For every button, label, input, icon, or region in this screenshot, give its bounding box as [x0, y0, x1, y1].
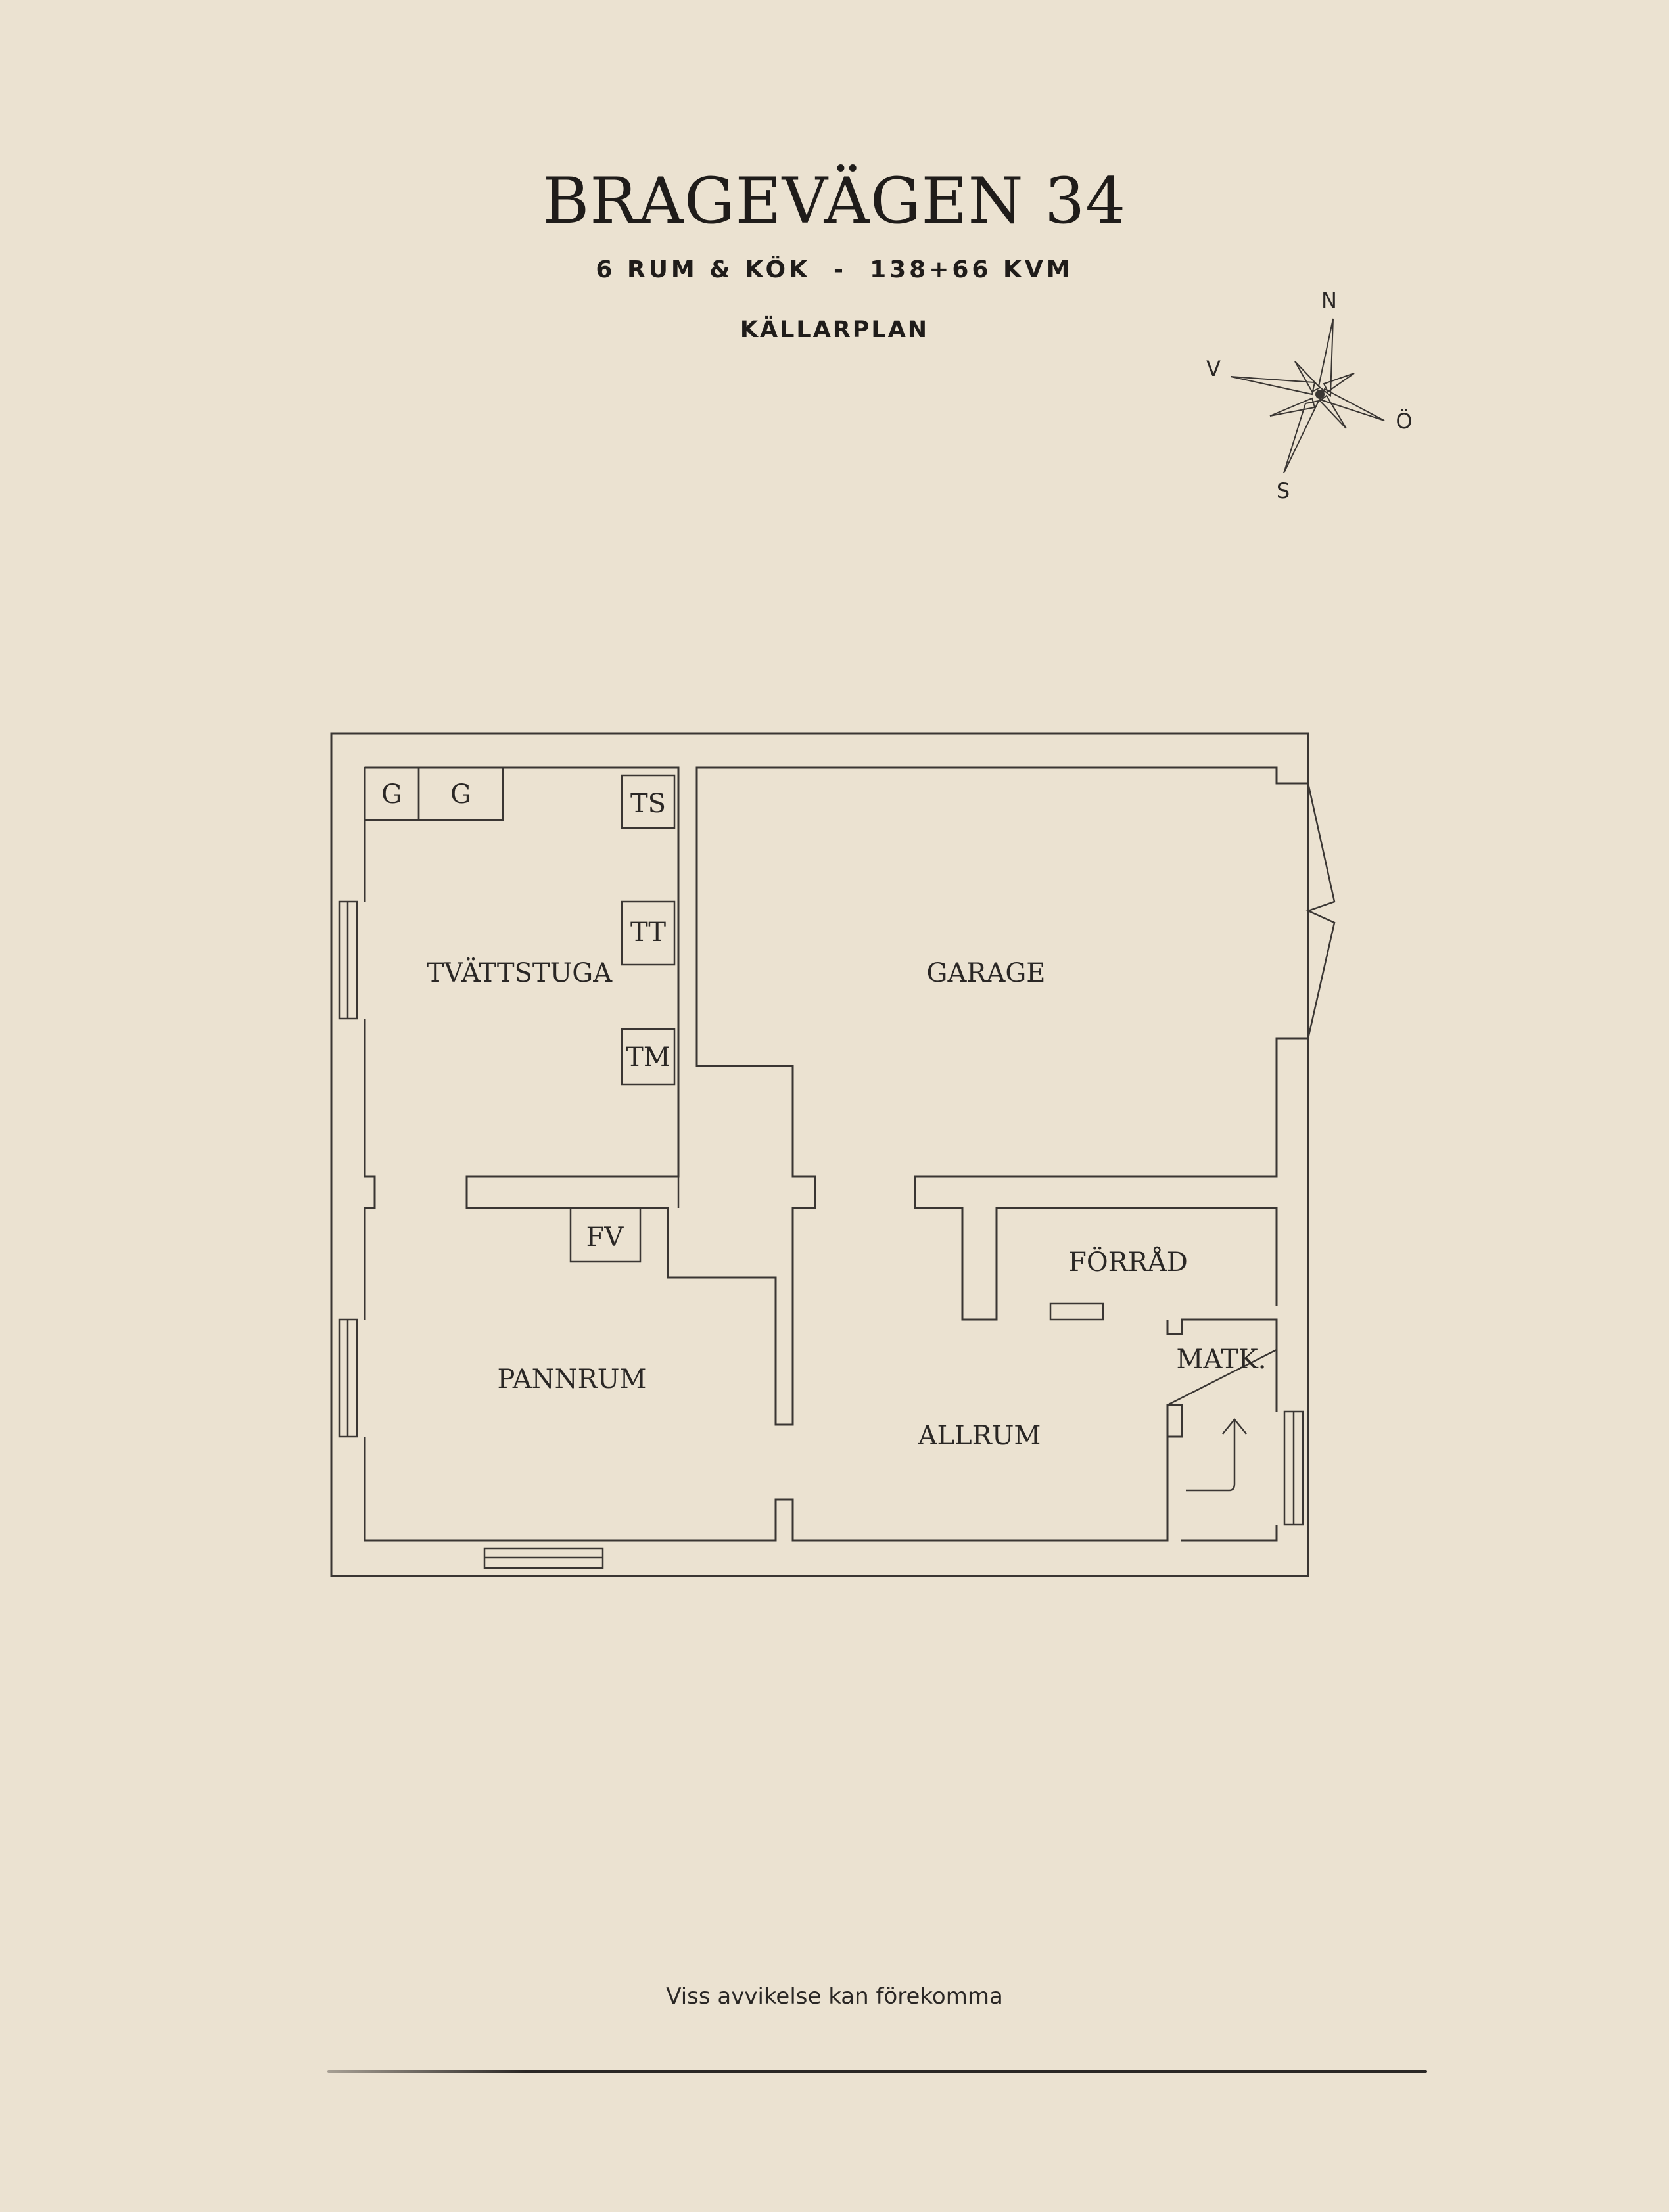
fixture-box-tm: [621, 1028, 676, 1086]
fixtures: [364, 766, 676, 1263]
fixture-box-tt: [621, 900, 676, 966]
room-label-garage: GARAGE: [927, 958, 1046, 988]
fixture-label-g1: G: [381, 779, 402, 810]
windows: [338, 900, 1304, 1569]
room-label-tvattstuga: TVÄTTSTUGA: [427, 958, 613, 988]
fixture-label-ts: TS: [630, 789, 666, 819]
compass-rose-icon: N S Ö V: [1206, 288, 1413, 503]
compass-label-east: Ö: [1396, 409, 1412, 434]
compass-ne-point: [1323, 373, 1355, 393]
outer-walls: [330, 732, 1309, 1577]
fixture-box-g2: [417, 766, 504, 821]
compass-nw-point: [1294, 361, 1321, 393]
compass-sw-point: [1269, 397, 1316, 417]
fixture-box-fv: [569, 1207, 642, 1263]
page-title: BRAGEVÄGEN 34: [542, 164, 1127, 238]
compass-west-point: [1230, 376, 1316, 396]
fixture-label-g2: G: [450, 779, 471, 810]
compass-center: [1315, 390, 1325, 399]
footer-divider: [327, 2070, 1427, 2073]
compass-south-point: [1283, 400, 1320, 474]
room-label-pannrum: PANNRUM: [498, 1364, 647, 1394]
fixture-label-fv: FV: [586, 1222, 624, 1253]
compass-label-west: V: [1206, 356, 1221, 381]
compass-label-south: S: [1277, 478, 1290, 503]
interior-walls: [677, 1176, 1277, 1492]
fixture-box-ts: [621, 774, 676, 829]
room-label-matk: MATK.: [1177, 1345, 1267, 1375]
page-subtitle: 6 RUM & KÖK - 138+66 KVM: [596, 256, 1073, 283]
garage-door: [1305, 783, 1336, 1039]
compass-label-north: N: [1321, 288, 1337, 313]
disclaimer-note: Viss avvikelse kan förekomma: [666, 1983, 1003, 2010]
compass-se-point: [1319, 394, 1347, 429]
compass-north-point: [1317, 318, 1334, 397]
room-label-allrum: ALLRUM: [918, 1421, 1041, 1451]
floor-level-label: KÄLLARPLAN: [740, 317, 929, 343]
fixture-label-tt: TT: [630, 917, 666, 948]
fixture-label-tm: TM: [626, 1042, 670, 1072]
room-label-forrad: FÖRRÅD: [1068, 1247, 1188, 1278]
